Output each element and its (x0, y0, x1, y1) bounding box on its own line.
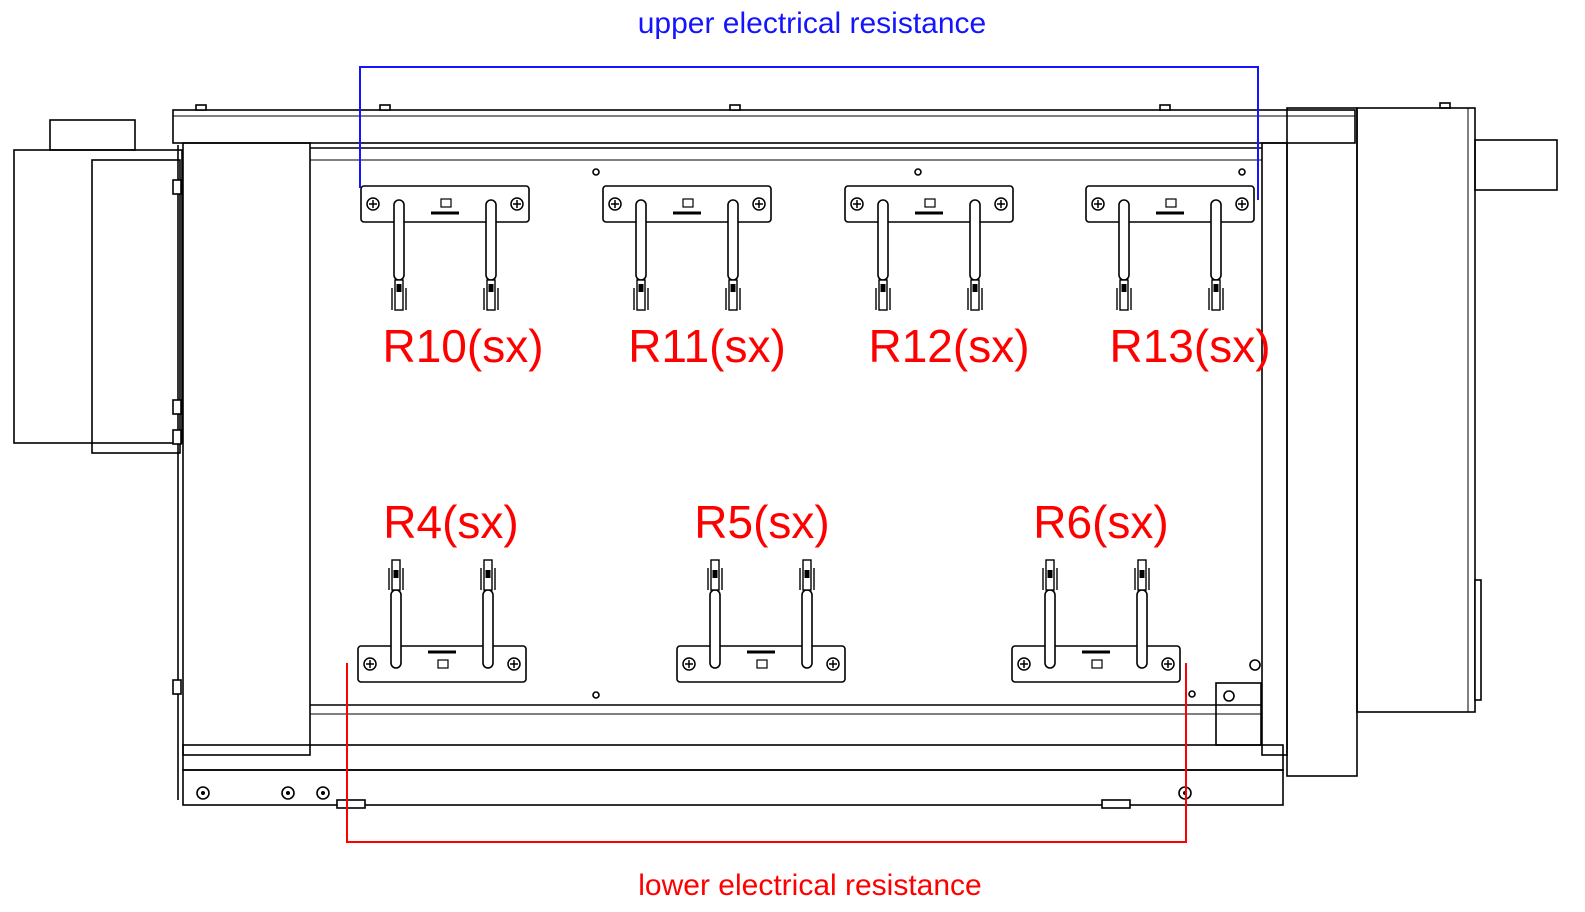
left-housing (13, 119, 183, 800)
heater-rod (480, 559, 496, 669)
resistor-label: R11(sx) (628, 320, 786, 372)
upper-resistance-bracket (359, 66, 1259, 200)
resistor-label: R4(sx) (383, 496, 518, 548)
upper-resistance-label: upper electrical resistance (638, 7, 987, 40)
heater-rod (799, 559, 815, 669)
heater-rod (483, 199, 499, 311)
heater-rod (1116, 199, 1132, 311)
right-housing (1286, 107, 1558, 777)
lower-resistor: R4(sx) (357, 496, 527, 683)
mounting-plate (844, 185, 1014, 223)
lower-resistance-label: lower electrical resistance (638, 869, 981, 902)
resistor-label: R10(sx) (382, 320, 543, 372)
upper-resistor: R13(sx) (1085, 185, 1271, 372)
heater-rod (1134, 559, 1150, 669)
resistor-label: R13(sx) (1109, 320, 1270, 372)
lower-resistor: R5(sx) (676, 496, 846, 683)
resistor-label: R12(sx) (868, 320, 1029, 372)
upper-resistor-group: R10(sx) R11(sx) R12(sx) R13(sx) (360, 185, 1271, 372)
lower-resistance-bracket (346, 663, 1187, 843)
upper-resistor: R10(sx) (360, 185, 544, 372)
lower-resistor: R6(sx) (1011, 496, 1181, 683)
heater-rod (1042, 559, 1058, 669)
mounting-plate (360, 185, 530, 223)
mounting-plate (602, 185, 772, 223)
heater-rod (388, 559, 404, 669)
upper-resistor: R12(sx) (844, 185, 1030, 372)
heater-rod (1208, 199, 1224, 311)
resistor-label: R5(sx) (694, 496, 829, 548)
heater-rod (633, 199, 649, 311)
lower-resistor-group: R4(sx) R5(sx) R6(sx) (357, 496, 1181, 683)
upper-resistor: R11(sx) (602, 185, 786, 372)
heater-rod (707, 559, 723, 669)
mounting-plate (1085, 185, 1255, 223)
heater-rod (967, 199, 983, 311)
heater-rod (725, 199, 741, 311)
resistor-label: R6(sx) (1033, 496, 1168, 548)
heater-rod (875, 199, 891, 311)
heater-rod (391, 199, 407, 311)
